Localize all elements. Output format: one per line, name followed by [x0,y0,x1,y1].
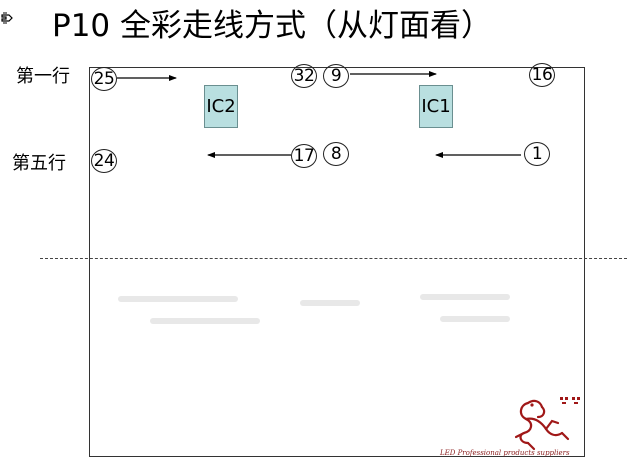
logo-tagline: LED Professional products suppliers [440,449,570,457]
faded-mark [440,316,510,322]
chip-ic1: IC1 [419,85,453,128]
row-label-first: 第一行 [16,66,70,87]
node-25: 25 [91,67,117,91]
dashed-divider [40,258,627,259]
node-32: 32 [291,64,317,88]
node-17: 17 [291,144,317,168]
faded-mark [420,294,510,300]
faded-mark [300,300,360,306]
cursor-icon [0,10,16,26]
node-9: 9 [323,64,349,88]
node-8: 8 [323,142,349,166]
faded-mark [118,296,238,302]
row-label-fifth: 第五行 [12,153,66,174]
node-16: 16 [529,63,555,87]
faded-mark [150,318,260,324]
node-1: 1 [524,142,550,166]
chip-ic2: IC2 [204,85,238,128]
page-title: P10 全彩走线方式（从灯面看） [52,8,492,44]
node-24: 24 [91,149,117,173]
dragon-logo-icon [512,393,584,453]
